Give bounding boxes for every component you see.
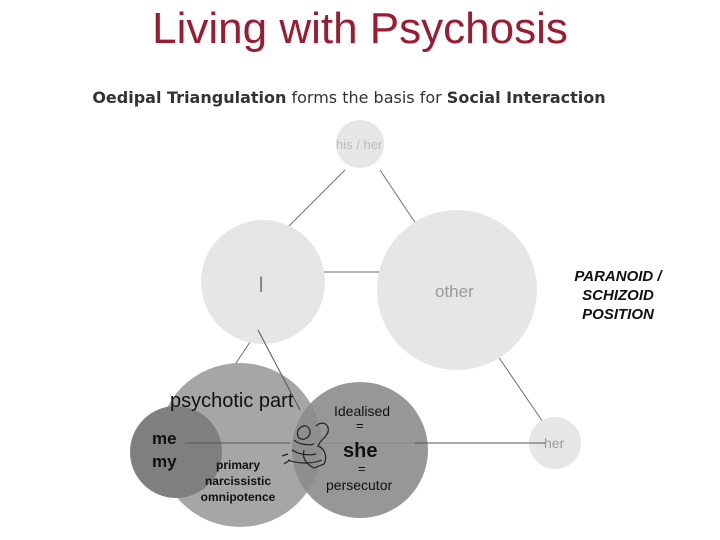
my-label: my [152, 452, 177, 471]
i-label: I [258, 272, 265, 297]
primary-narcissism-label: primary narcissistic omnipotence [188, 457, 288, 505]
his-her-circle [336, 120, 384, 168]
position-line-3: POSITION [582, 306, 654, 323]
other-label: other [435, 282, 474, 301]
equals-label-1: = [356, 418, 364, 433]
psychotic-part-label: psychotic part [170, 390, 294, 412]
position-line-2: SCHIZOID [582, 287, 654, 304]
persecutor-label: persecutor [326, 477, 393, 493]
her-label: her [544, 435, 565, 451]
primary-line-3: omnipotence [200, 490, 276, 504]
subtitle-emphasis-1: Oedipal Triangulation [92, 88, 287, 107]
mother-and-child-icon [281, 422, 329, 469]
me-label: me [152, 429, 177, 448]
she-circle [292, 382, 428, 518]
primary-line-1: primary [215, 458, 261, 472]
idealised-label: Idealised [334, 403, 391, 419]
position-label: PARANOID / SCHIZOID POSITION [548, 267, 688, 324]
subtitle-middle: forms the basis for [286, 88, 447, 107]
page-title: Living with Psychosis [152, 4, 568, 53]
she-label: she [343, 440, 378, 462]
me-my-circle [130, 406, 222, 498]
primary-line-2: narcissistic [204, 474, 272, 488]
her-circle [529, 417, 581, 469]
equals-label-2: = [358, 461, 366, 476]
position-line-1: PARANOID / [574, 268, 662, 285]
page-subtitle: Oedipal Triangulation forms the basis fo… [0, 88, 698, 107]
subtitle-emphasis-2: Social Interaction [446, 88, 606, 107]
his-her-label: his / her [336, 137, 383, 152]
other-circle [377, 210, 537, 370]
i-circle [201, 220, 325, 344]
